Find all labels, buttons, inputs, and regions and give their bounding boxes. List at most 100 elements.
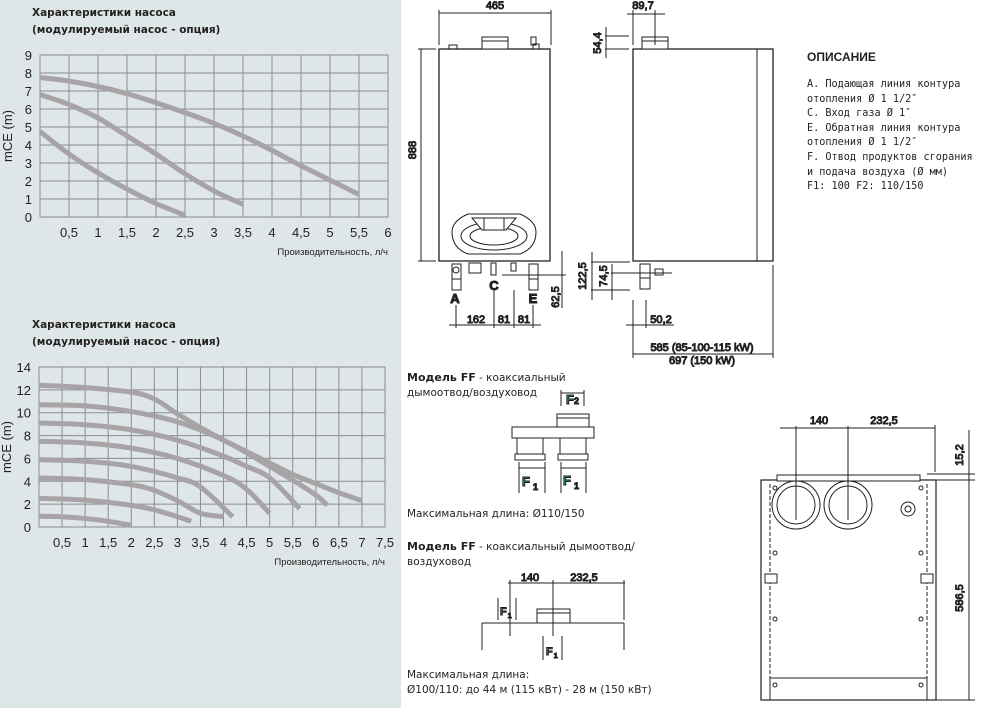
dim-232-large: 232,5: [870, 415, 898, 427]
x-tick-label: 5: [266, 535, 273, 550]
connection-a-label: A: [450, 291, 460, 306]
x-tick-label: 4,5: [292, 225, 310, 240]
pump-curve-speed-1: [38, 513, 132, 528]
y-tick-label: 12: [17, 383, 31, 398]
dim-a-c: 162: [467, 314, 485, 326]
x-tick-label: 4,5: [238, 535, 256, 550]
description-line: F. Отвод продуктов сгорания: [807, 151, 973, 163]
description-line: F1: 100 F2: 110/150: [807, 181, 924, 193]
dim-depth-small: 585 (85-100-115 kW): [650, 342, 753, 354]
y-tick-label: 5: [25, 120, 32, 135]
connection-e-label: E: [529, 291, 538, 306]
dim-232-small: 232,5: [570, 572, 598, 584]
description-title: ОПИСАНИЕ: [807, 50, 876, 64]
x-tick-label: 6,5: [330, 535, 348, 550]
connection-c-label: C: [489, 278, 499, 293]
x-tick-label: 3,5: [234, 225, 252, 240]
x-tick-label: 4: [268, 225, 275, 240]
pump-curve-speed-4: [38, 457, 235, 519]
description-line: A. Подающая линия контура: [807, 79, 961, 90]
dim-depth-large: 697 (150 kW): [669, 355, 735, 367]
max-length-2-label: Максимальная длина:: [407, 669, 530, 681]
y-tick-label: 2: [25, 174, 32, 189]
dim-140-small: 140: [521, 572, 539, 584]
chart2-title: Характеристики насоса (модулируемый насо…: [32, 317, 220, 351]
y-tick-label: 8: [24, 429, 31, 444]
x-tick-label: 7,5: [376, 535, 394, 550]
y-tick-label: 7: [25, 84, 32, 99]
x-tick-label: 5: [326, 225, 333, 240]
flue-adapter-drawing: [511, 390, 595, 493]
dim-side-conn-2: 74,5: [598, 265, 610, 286]
y-tick-label: 0: [24, 520, 31, 535]
x-tick-label: 6: [312, 535, 319, 550]
x-tick-label: 5,5: [350, 225, 368, 240]
dim-c-mid: 81: [498, 314, 510, 326]
x-tick-label: 3: [210, 225, 217, 240]
description-line: C. Вход газа Ø 1″: [807, 108, 912, 120]
boiler-top-view-large: [760, 425, 975, 701]
model-ff-heading-1: Модель FF - коаксиальный дымоотвод/возду…: [407, 370, 566, 401]
dim-586-5: 586,5: [954, 584, 966, 612]
dim-140-large: 140: [810, 415, 828, 427]
chart1-subtitle: (модулируемый насос - опция): [32, 24, 221, 36]
x-tick-label: 1: [94, 225, 101, 240]
x-tick-label: 0,5: [53, 535, 71, 550]
y-tick-label: 2: [24, 497, 31, 512]
f1-label-bottom: F1: [546, 646, 558, 660]
y-axis-title: mCE (m): [0, 421, 14, 473]
model-ff-desc-2: дымоотвод/воздуховод: [407, 387, 538, 399]
pump-curve-speed-5: [38, 438, 272, 516]
x-axis-title: Производительность, л/ч: [277, 247, 388, 258]
model-ff-desc: - коаксиальный: [475, 372, 566, 384]
pump-curve-speed-6: [38, 420, 302, 511]
x-tick-label: 3,5: [191, 535, 209, 550]
x-tick-label: 2: [152, 225, 159, 240]
description-line: отопления Ø 1 1/2″: [807, 137, 918, 149]
x-tick-label: 2: [128, 535, 135, 550]
model-ff-name: Модель FF: [407, 540, 476, 553]
chart2-subtitle: (модулируемый насос - опция): [32, 336, 221, 348]
description-line: отопления Ø 1 1/2″: [807, 93, 918, 105]
y-tick-label: 6: [25, 102, 32, 117]
pump-curve-speed-2: [38, 495, 193, 524]
chart1-title-line: Характеристики насоса: [32, 7, 176, 19]
x-tick-label: 5,5: [284, 535, 302, 550]
x-tick-label: 0,5: [60, 225, 78, 240]
boiler-top-view-small: [481, 580, 625, 660]
pump-curve-curve-low: [38, 129, 186, 218]
pump-curve-curve-mid: [39, 92, 245, 207]
boiler-side-view: [591, 10, 774, 358]
model-ff-heading-2: Модель FF - коаксиальный дымоотвод/ возд…: [407, 539, 635, 570]
x-tick-label: 4: [220, 535, 227, 550]
f2-label: F2: [566, 392, 579, 407]
dim-bottom: 62,5: [550, 286, 562, 307]
f1-label-top: F1: [500, 606, 512, 620]
dim-flue-offset: 89,7: [632, 0, 653, 12]
model-ff-desc: - коаксиальный дымоотвод/: [475, 541, 635, 553]
y-tick-label: 10: [17, 406, 31, 421]
description-block: ОПИСАНИЕ A. Подающая линия контура отопл…: [807, 50, 986, 195]
x-tick-label: 7: [358, 535, 365, 550]
dim-15-2: 15,2: [954, 444, 966, 465]
dim-height: 888: [407, 141, 419, 159]
chart2-title-line: Характеристики насоса: [32, 319, 176, 331]
max-length-1: Максимальная длина: Ø110/150: [407, 508, 585, 520]
model-ff-desc-2: воздуховод: [407, 556, 472, 568]
y-tick-label: 4: [25, 138, 32, 153]
x-tick-label: 1,5: [118, 225, 136, 240]
boiler-front-view: [418, 10, 566, 328]
description-line: E. Обратная линия контура: [807, 122, 961, 134]
x-tick-label: 2,5: [145, 535, 163, 550]
y-tick-label: 4: [24, 474, 31, 489]
dim-side-offset: 50,2: [650, 314, 671, 326]
x-axis-title: Производительность, л/ч: [274, 557, 385, 568]
y-tick-label: 3: [25, 156, 32, 171]
dim-flue-height: 54,4: [592, 32, 604, 53]
x-tick-label: 6: [384, 225, 391, 240]
